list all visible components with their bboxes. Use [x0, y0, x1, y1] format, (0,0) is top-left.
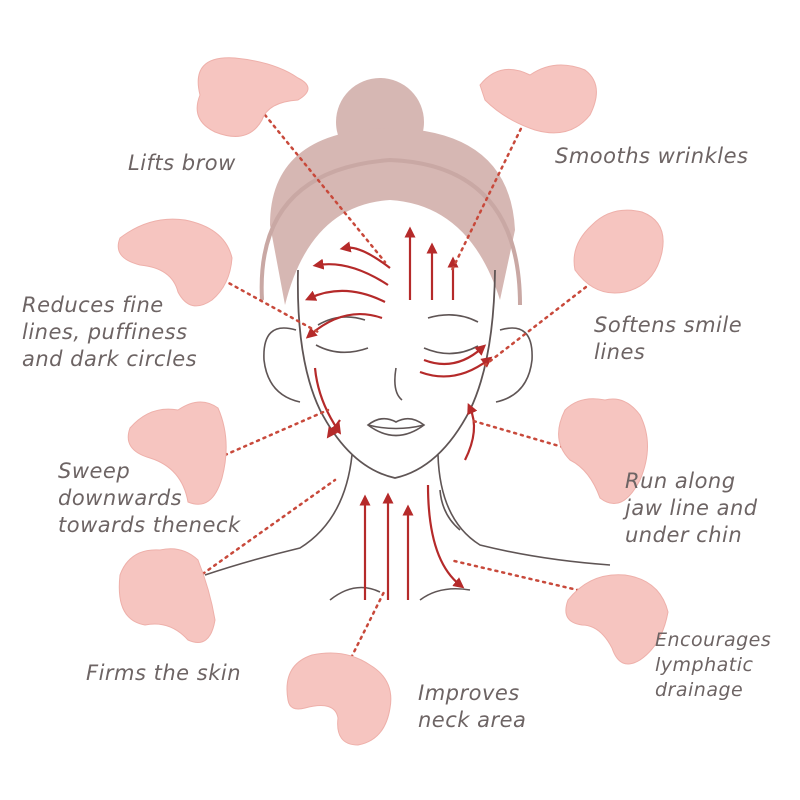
hair — [259, 78, 522, 306]
stone-sweep-down — [127, 401, 227, 505]
stone-reduces-fine-lines — [117, 218, 233, 307]
face-outline — [296, 269, 496, 479]
label-sweep-downwards: Sweep downwards towards theneck — [58, 459, 241, 537]
stone-lymphatic — [565, 574, 669, 665]
label-lymphatic-drainage: Encourages lymphatic drainage — [655, 629, 772, 701]
stone-firms-skin — [118, 548, 216, 643]
stone-neck-area — [286, 652, 392, 746]
label-smooths-wrinkles: Smooths wrinkles — [555, 144, 749, 168]
label-softens-smile-lines: Softens smile lines — [594, 313, 743, 364]
label-jaw-line: Run along jaw line and under chin — [625, 469, 758, 547]
label-reduces-fine-lines: Reduces fine lines, puffiness and dark c… — [22, 293, 198, 371]
stone-softens-smile — [573, 209, 664, 294]
label-neck-area: Improves neck area — [418, 681, 527, 732]
label-lifts-brow: Lifts brow — [128, 151, 236, 175]
neck-shoulders — [204, 454, 611, 601]
stone-smooths-wrinkles — [479, 64, 597, 134]
stone-lifts-brow — [196, 57, 309, 137]
stones — [117, 57, 669, 746]
ears — [263, 327, 533, 403]
stone-jaw-line — [558, 398, 648, 504]
label-firms-the-skin: Firms the skin — [86, 661, 242, 685]
massage-arrows — [304, 226, 493, 600]
